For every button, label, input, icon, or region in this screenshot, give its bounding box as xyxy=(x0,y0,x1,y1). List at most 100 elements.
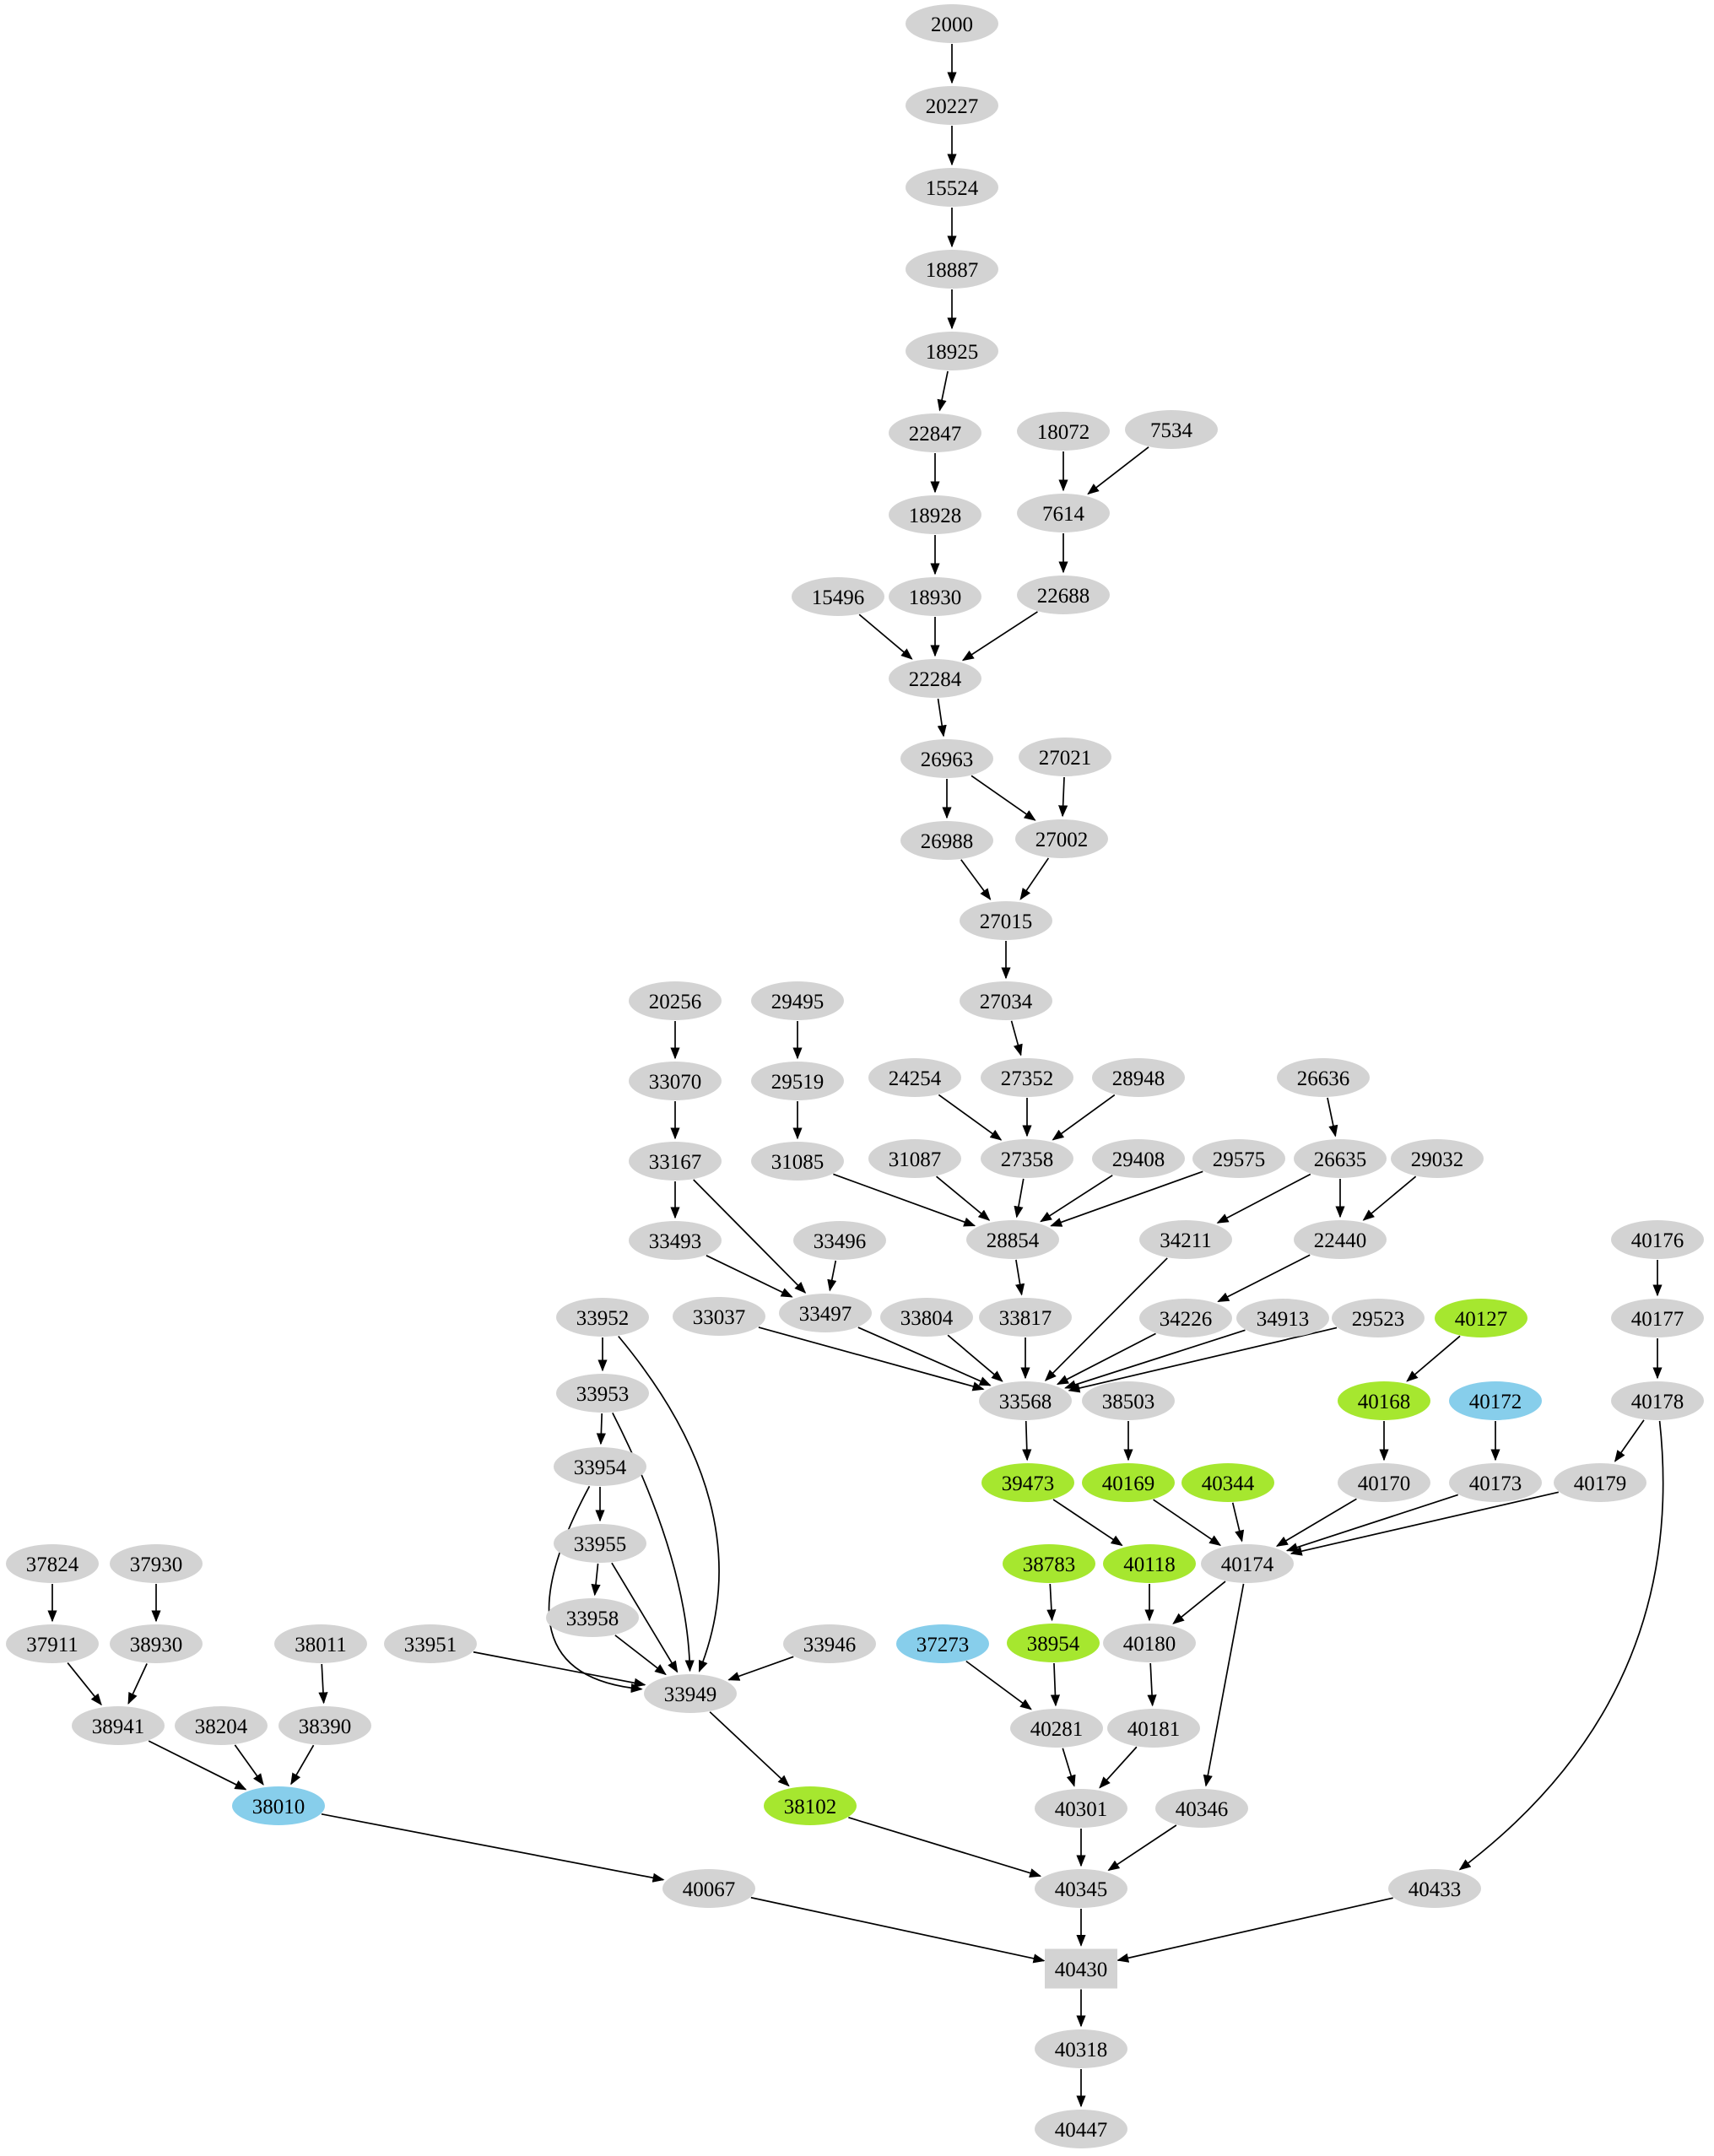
graph-node-37824[interactable]: 37824 xyxy=(6,1544,99,1583)
graph-node-33497[interactable]: 33497 xyxy=(779,1294,872,1332)
graph-node-27002[interactable]: 27002 xyxy=(1015,819,1108,858)
graph-node-33037[interactable]: 33037 xyxy=(673,1297,765,1336)
graph-node-33568[interactable]: 33568 xyxy=(979,1381,1072,1420)
graph-node-33493[interactable]: 33493 xyxy=(629,1221,722,1260)
graph-node-26963[interactable]: 26963 xyxy=(900,739,993,778)
graph-node-29519[interactable]: 29519 xyxy=(751,1062,844,1100)
graph-node-40127[interactable]: 40127 xyxy=(1435,1299,1527,1337)
graph-node-37911[interactable]: 37911 xyxy=(6,1624,99,1663)
graph-node-27352[interactable]: 27352 xyxy=(981,1058,1073,1097)
node-ellipse-shape xyxy=(6,1624,99,1663)
graph-node-34211[interactable]: 34211 xyxy=(1139,1220,1232,1259)
graph-node-38954[interactable]: 38954 xyxy=(1007,1624,1100,1662)
graph-node-2000[interactable]: 2000 xyxy=(906,4,998,43)
graph-node-26636[interactable]: 26636 xyxy=(1277,1058,1370,1097)
graph-node-29495[interactable]: 29495 xyxy=(751,981,844,1020)
graph-node-40118[interactable]: 40118 xyxy=(1103,1544,1196,1583)
graph-node-33817[interactable]: 33817 xyxy=(979,1298,1072,1337)
graph-node-40067[interactable]: 40067 xyxy=(662,1869,755,1908)
graph-node-40172[interactable]: 40172 xyxy=(1449,1381,1542,1420)
graph-node-33070[interactable]: 33070 xyxy=(629,1062,722,1100)
graph-node-33955[interactable]: 33955 xyxy=(554,1524,646,1563)
graph-node-20256[interactable]: 20256 xyxy=(629,981,722,1020)
graph-node-20227[interactable]: 20227 xyxy=(906,86,998,125)
graph-node-40170[interactable]: 40170 xyxy=(1338,1463,1430,1502)
graph-node-34226[interactable]: 34226 xyxy=(1139,1299,1232,1337)
graph-node-34913[interactable]: 34913 xyxy=(1236,1299,1329,1337)
graph-node-38783[interactable]: 38783 xyxy=(1003,1544,1095,1583)
graph-node-29575[interactable]: 29575 xyxy=(1192,1139,1285,1178)
graph-node-18928[interactable]: 18928 xyxy=(889,495,981,534)
graph-node-7534[interactable]: 7534 xyxy=(1125,410,1218,449)
graph-node-38011[interactable]: 38011 xyxy=(274,1624,367,1663)
graph-node-40433[interactable]: 40433 xyxy=(1388,1869,1481,1908)
graph-node-15524[interactable]: 15524 xyxy=(906,168,998,207)
graph-node-37930[interactable]: 37930 xyxy=(110,1544,203,1583)
graph-node-33167[interactable]: 33167 xyxy=(629,1142,722,1181)
graph-node-40179[interactable]: 40179 xyxy=(1554,1463,1646,1502)
graph-node-15496[interactable]: 15496 xyxy=(792,577,884,616)
graph-node-38102[interactable]: 38102 xyxy=(764,1786,857,1825)
graph-node-28854[interactable]: 28854 xyxy=(966,1220,1059,1259)
graph-node-40318[interactable]: 40318 xyxy=(1035,2029,1127,2068)
graph-node-18887[interactable]: 18887 xyxy=(906,250,998,289)
graph-node-27021[interactable]: 27021 xyxy=(1019,738,1111,776)
graph-node-40447[interactable]: 40447 xyxy=(1035,2110,1127,2148)
graph-node-40181[interactable]: 40181 xyxy=(1107,1709,1200,1748)
graph-node-33951[interactable]: 33951 xyxy=(384,1624,477,1663)
graph-node-38930[interactable]: 38930 xyxy=(110,1624,203,1663)
graph-node-33952[interactable]: 33952 xyxy=(556,1298,649,1337)
graph-node-40346[interactable]: 40346 xyxy=(1155,1789,1248,1828)
graph-node-24254[interactable]: 24254 xyxy=(868,1058,961,1097)
graph-node-40178[interactable]: 40178 xyxy=(1611,1381,1704,1420)
graph-node-33496[interactable]: 33496 xyxy=(793,1221,886,1260)
graph-node-38503[interactable]: 38503 xyxy=(1082,1381,1175,1420)
graph-node-40301[interactable]: 40301 xyxy=(1035,1789,1127,1828)
graph-node-40344[interactable]: 40344 xyxy=(1181,1463,1274,1502)
graph-node-27034[interactable]: 27034 xyxy=(960,981,1052,1020)
graph-node-40180[interactable]: 40180 xyxy=(1103,1624,1196,1662)
graph-node-38010[interactable]: 38010 xyxy=(232,1786,325,1825)
graph-node-33954[interactable]: 33954 xyxy=(554,1447,646,1486)
graph-node-33958[interactable]: 33958 xyxy=(546,1598,639,1637)
graph-node-27015[interactable]: 27015 xyxy=(960,901,1052,940)
graph-node-22847[interactable]: 22847 xyxy=(889,413,981,452)
graph-node-38390[interactable]: 38390 xyxy=(278,1706,371,1745)
graph-node-40177[interactable]: 40177 xyxy=(1611,1299,1704,1337)
graph-node-40430[interactable]: 40430 xyxy=(1045,1948,1117,1989)
graph-node-38941[interactable]: 38941 xyxy=(72,1706,165,1745)
graph-node-33953[interactable]: 33953 xyxy=(556,1374,649,1413)
graph-node-22688[interactable]: 22688 xyxy=(1017,575,1110,614)
graph-node-22440[interactable]: 22440 xyxy=(1294,1220,1387,1259)
graph-node-31085[interactable]: 31085 xyxy=(751,1142,844,1181)
graph-node-40174[interactable]: 40174 xyxy=(1201,1544,1294,1583)
graph-node-18930[interactable]: 18930 xyxy=(889,577,981,616)
graph-node-40168[interactable]: 40168 xyxy=(1338,1381,1430,1420)
graph-node-26635[interactable]: 26635 xyxy=(1294,1139,1387,1178)
graph-node-18925[interactable]: 18925 xyxy=(906,332,998,370)
graph-node-26988[interactable]: 26988 xyxy=(900,821,993,860)
graph-node-29523[interactable]: 29523 xyxy=(1332,1299,1425,1337)
graph-node-22284[interactable]: 22284 xyxy=(889,659,981,698)
graph-node-39473[interactable]: 39473 xyxy=(981,1463,1074,1502)
node-ellipse-shape xyxy=(1449,1381,1542,1420)
graph-node-38204[interactable]: 38204 xyxy=(175,1706,268,1745)
graph-node-7614[interactable]: 7614 xyxy=(1017,494,1110,532)
graph-node-29408[interactable]: 29408 xyxy=(1092,1139,1185,1178)
graph-node-40345[interactable]: 40345 xyxy=(1035,1869,1127,1908)
graph-node-33946[interactable]: 33946 xyxy=(783,1624,876,1663)
graph-node-40176[interactable]: 40176 xyxy=(1611,1220,1704,1259)
graph-node-37273[interactable]: 37273 xyxy=(896,1624,989,1663)
graph-node-33949[interactable]: 33949 xyxy=(644,1674,737,1713)
graph-node-31087[interactable]: 31087 xyxy=(868,1139,961,1178)
graph-node-27358[interactable]: 27358 xyxy=(981,1139,1073,1178)
graph-node-40281[interactable]: 40281 xyxy=(1010,1709,1103,1748)
edge-22688-22284 xyxy=(961,611,1038,662)
graph-node-40173[interactable]: 40173 xyxy=(1449,1463,1542,1502)
graph-node-28948[interactable]: 28948 xyxy=(1092,1058,1185,1097)
graph-node-33804[interactable]: 33804 xyxy=(880,1298,973,1337)
graph-node-18072[interactable]: 18072 xyxy=(1017,412,1110,451)
graph-node-40169[interactable]: 40169 xyxy=(1082,1463,1175,1502)
edge-27002-27015 xyxy=(1019,857,1050,900)
graph-node-29032[interactable]: 29032 xyxy=(1391,1139,1484,1178)
